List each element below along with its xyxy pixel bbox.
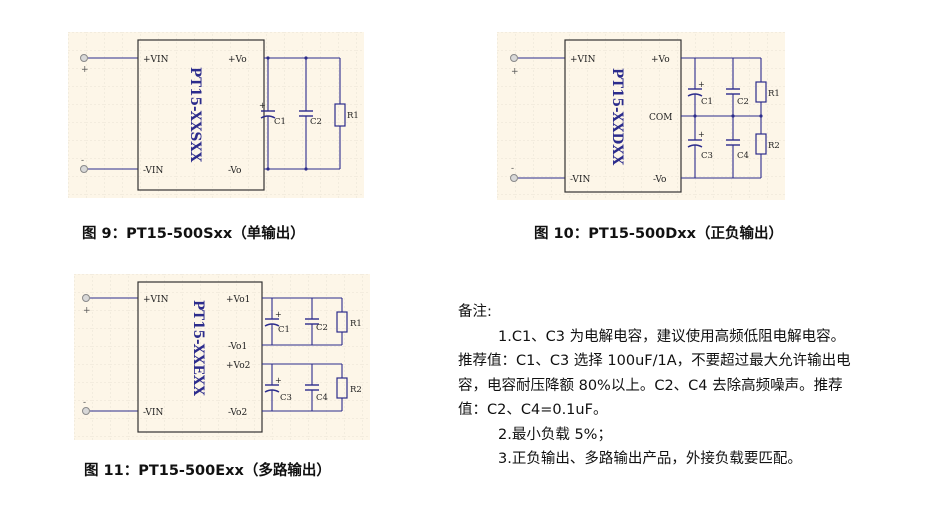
c3-label: C3 bbox=[701, 151, 713, 161]
converter-module bbox=[137, 281, 263, 433]
note-item-1-cont-b: 容，电容耐压降额 80%以上。C2、C4 去除高频噪声。推荐 bbox=[458, 377, 843, 394]
vin-pos-pin: +VIN bbox=[143, 55, 169, 65]
converter-module bbox=[137, 39, 265, 191]
notes-block: 备注: 1.C1、C3 为电解电容，建议使用高频低阻电解电容。 推荐值：C1、C… bbox=[458, 300, 918, 472]
c1-label: C1 bbox=[278, 325, 290, 335]
c4-label: C4 bbox=[316, 393, 328, 403]
c1-plus-mark: + bbox=[698, 80, 705, 89]
vin-pos-pin: +VIN bbox=[143, 295, 169, 305]
figure-9-schematic: + - +VIN -VIN +Vo -Vo PT15-XXSXX + C1 C2… bbox=[68, 32, 364, 198]
note-item-1-cont-c: 值：C2、C4=0.1uF。 bbox=[458, 402, 608, 418]
c3-label: C3 bbox=[280, 393, 292, 403]
figure-9-caption: 图 9：PT15-500Sxx（单输出） bbox=[82, 226, 305, 242]
input-plus-sign: + bbox=[83, 306, 91, 316]
vo-pos-pin: +Vo bbox=[651, 55, 670, 65]
figure-10-schematic: + - +VIN -VIN +Vo COM -Vo PT15-XXDXX + C… bbox=[497, 32, 785, 200]
input-minus-sign: - bbox=[81, 156, 84, 166]
vin-neg-pin: -VIN bbox=[570, 175, 590, 185]
figure-10-caption: 图 10：PT15-500Dxx（正负输出） bbox=[534, 226, 783, 242]
vo-neg-pin: -Vo bbox=[228, 166, 241, 176]
note-item-2: 2.最小负载 5%； bbox=[498, 426, 612, 443]
note-item-3: 3.正负输出、多路输出产品，外接负载要匹配。 bbox=[498, 451, 802, 467]
vin-pos-terminal bbox=[510, 54, 518, 62]
module-model-label: PT15-XXDXX bbox=[609, 68, 625, 166]
c1-label: C1 bbox=[701, 97, 713, 107]
c3-plus-mark: + bbox=[275, 376, 282, 385]
figure-11-schematic: + - +VIN -VIN +Vo1 -Vo1 +Vo2 -Vo2 PT15-X… bbox=[74, 274, 370, 440]
note-item-1: 1.C1、C3 为电解电容，建议使用高频低阻电解电容。 bbox=[498, 328, 846, 345]
vo1-pos-pin: +Vo1 bbox=[226, 295, 250, 305]
vin-neg-pin: -VIN bbox=[143, 166, 163, 176]
vo-pos-pin: +Vo bbox=[228, 55, 247, 65]
r1-label: R1 bbox=[768, 89, 780, 99]
vo-neg-pin: -Vo bbox=[653, 175, 666, 185]
vin-pos-terminal bbox=[80, 54, 88, 62]
c2-label: C2 bbox=[310, 117, 322, 127]
vin-pos-terminal bbox=[82, 294, 90, 302]
c2-label: C2 bbox=[737, 97, 749, 107]
input-plus-sign: + bbox=[511, 67, 519, 77]
vo2-pos-pin: +Vo2 bbox=[226, 361, 250, 371]
c1-plus-mark: + bbox=[259, 101, 266, 110]
vin-neg-terminal bbox=[80, 165, 88, 173]
com-pin: COM bbox=[649, 113, 672, 123]
r1-label: R1 bbox=[347, 111, 359, 121]
notes-title: 备注: bbox=[458, 304, 492, 320]
input-plus-sign: + bbox=[81, 65, 89, 75]
c2-label: C2 bbox=[316, 323, 328, 333]
module-model-label: PT15-XXEXX bbox=[190, 300, 206, 396]
vin-neg-pin: -VIN bbox=[143, 408, 163, 418]
module-model-label: PT15-XXSXX bbox=[187, 67, 203, 163]
note-item-1-cont-a: 推荐值：C1、C3 选择 100uF/1A，不要超过最大允许输出电 bbox=[458, 353, 851, 369]
vin-neg-terminal bbox=[82, 407, 90, 415]
vin-neg-terminal bbox=[510, 174, 518, 182]
c4-label: C4 bbox=[737, 151, 749, 161]
input-minus-sign: - bbox=[511, 164, 514, 174]
c1-plus-mark: + bbox=[275, 310, 282, 319]
vin-pos-pin: +VIN bbox=[570, 55, 596, 65]
r1-label: R1 bbox=[350, 319, 362, 329]
input-minus-sign: - bbox=[83, 398, 86, 408]
vo2-neg-pin: -Vo2 bbox=[228, 408, 247, 418]
c1-label: C1 bbox=[274, 117, 286, 127]
vo1-neg-pin: -Vo1 bbox=[228, 342, 247, 352]
r2-label: R2 bbox=[768, 141, 780, 151]
figure-11-caption: 图 11：PT15-500Exx（多路输出） bbox=[84, 463, 331, 479]
c3-plus-mark: + bbox=[698, 130, 705, 139]
r2-label: R2 bbox=[350, 385, 362, 395]
